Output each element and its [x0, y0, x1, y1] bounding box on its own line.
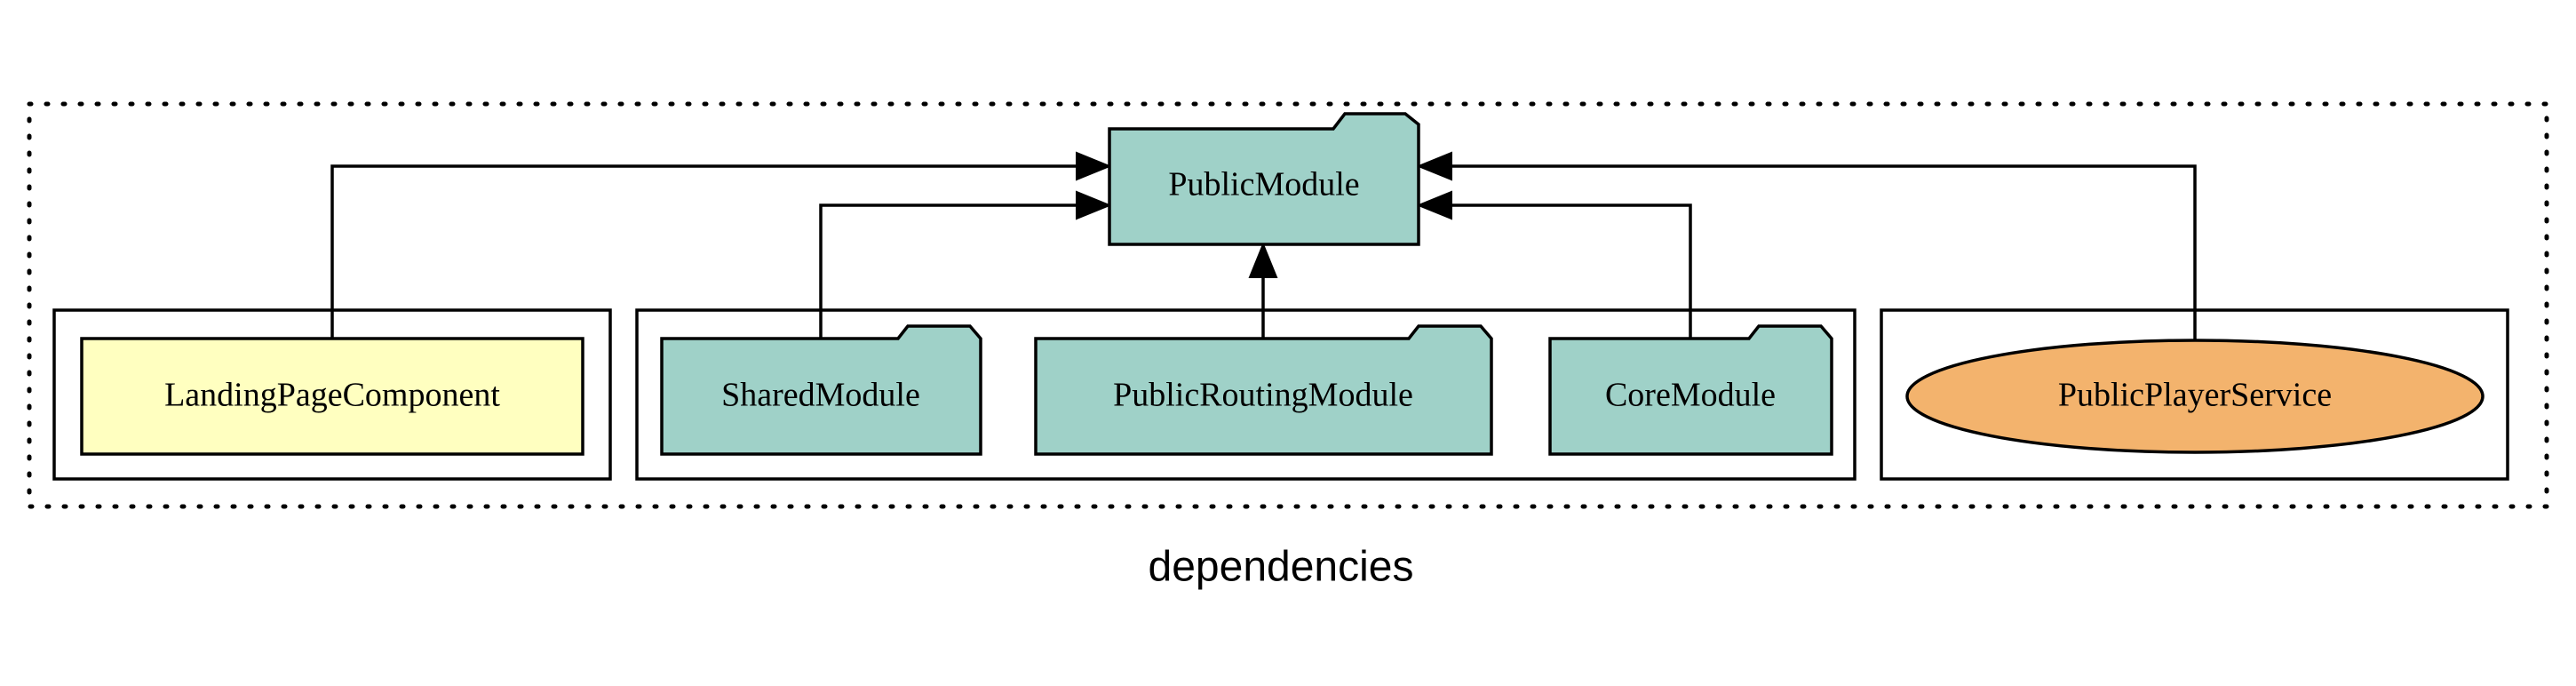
public-module-label: PublicModule [1168, 166, 1359, 203]
landing-page-component-label: LandingPageComponent [164, 377, 500, 414]
outer-dotted-frame [27, 101, 2549, 509]
folder-icon [1108, 112, 1420, 246]
shared-module-label: SharedModule [721, 377, 920, 414]
landing-page-component-node[interactable]: LandingPageComponent [80, 337, 584, 456]
core-module-label: CoreModule [1605, 377, 1776, 414]
edge-core-to-public-module [1449, 203, 1692, 339]
edge-landing-to-public-module [330, 164, 1079, 339]
edge-player-service-to-public-module [1449, 164, 2197, 362]
arrowhead-landing [1076, 151, 1112, 181]
shared-module-node[interactable]: SharedModule [660, 324, 982, 456]
public-player-service-node[interactable]: PublicPlayerService [1905, 339, 2485, 454]
folder-icon [660, 324, 982, 456]
arrowhead-core [1416, 190, 1452, 220]
public-routing-module-node[interactable]: PublicRoutingModule [1034, 324, 1493, 456]
public-module-node[interactable]: PublicModule [1108, 112, 1420, 246]
diagram-caption: dependencies [1149, 544, 1414, 591]
folder-icon [1548, 324, 1833, 456]
folder-icon [1034, 324, 1493, 456]
core-module-node[interactable]: CoreModule [1548, 324, 1833, 456]
edges [330, 151, 2197, 362]
public-player-service-label: PublicPlayerService [2058, 377, 2332, 414]
service-ellipse [1905, 339, 2485, 454]
component-box [80, 337, 584, 456]
arrowhead-shared [1076, 190, 1112, 220]
public-routing-module-label: PublicRoutingModule [1113, 377, 1413, 414]
edge-shared-to-public-module [819, 203, 1079, 339]
arrowhead-player-service [1416, 151, 1452, 181]
imports-cluster [635, 308, 1856, 481]
arrowhead-routing [1248, 242, 1278, 278]
